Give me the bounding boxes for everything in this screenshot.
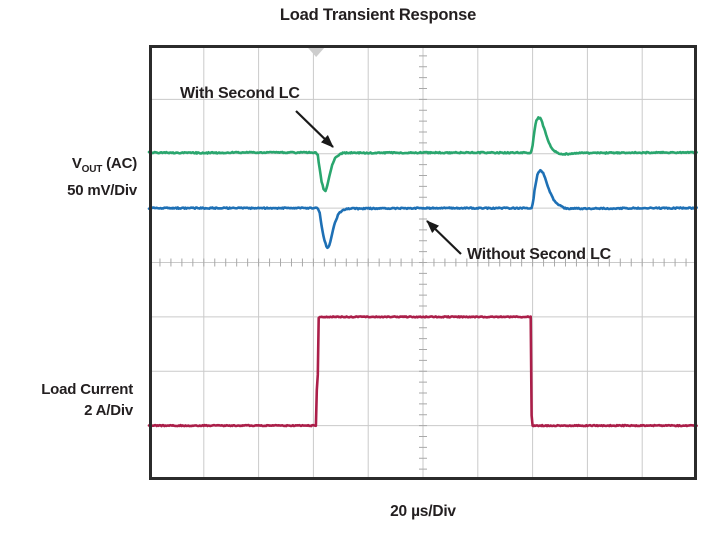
vout-channel-name: VOUT (AC) [71,155,137,175]
annotation-arrow [295,110,334,148]
annotation-with-second-lc: With Second LC [180,85,300,102]
load-current-channel-name: Load Current [41,381,133,398]
page-title: Load Transient Response [279,6,477,24]
trace-green [147,116,698,193]
timebase-label: 20 µs/Div [390,503,456,520]
annotation-arrow [426,220,462,255]
trigger-marker-icon [308,48,325,57]
load-current-channel-scale: 2 A/Div [84,402,133,419]
trace-blue [147,168,698,250]
load-current-channel-label: Load Current 2 A/Div [41,379,133,421]
vout-channel-scale: 50 mV/Div [67,182,137,199]
scope-frame [149,45,697,480]
trace-red [147,315,698,428]
vout-channel-label: VOUT (AC) 50 mV/Div [67,153,137,201]
annotation-without-second-lc: Without Second LC [467,246,611,263]
